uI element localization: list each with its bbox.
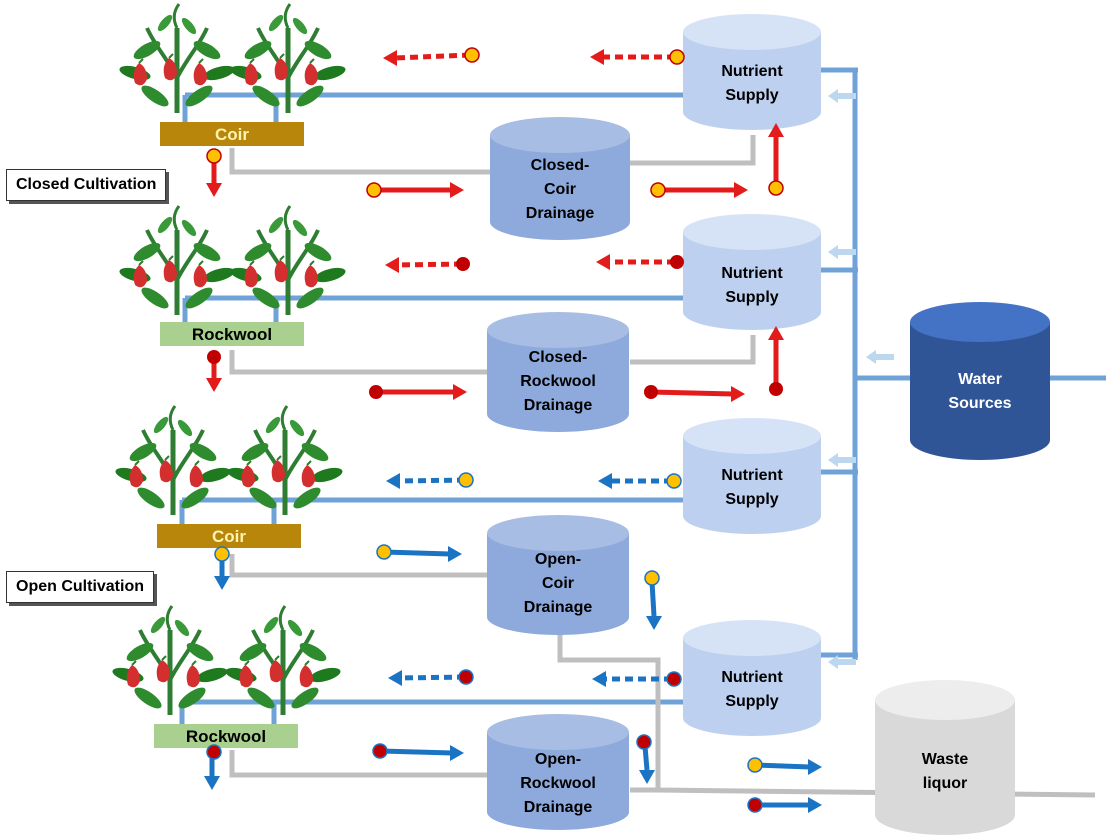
- water-inflow-arrow: [828, 655, 856, 669]
- tank-label-line: Closed-: [531, 157, 590, 174]
- tank-label-line: Supply: [725, 491, 778, 508]
- substrate-rockwool-open: Rockwool: [154, 724, 298, 748]
- water-inflow-arrow: [828, 89, 856, 103]
- tank-label-line: Open-: [535, 551, 581, 568]
- plant-row-open-rockwool: [111, 606, 342, 715]
- tank-label-line: Nutrient: [721, 467, 783, 484]
- drainage-pipes: [229, 135, 1096, 798]
- closed-flow-arrows: [206, 47, 784, 402]
- tank-label-line: Closed-: [529, 349, 588, 366]
- tank-label-line: Rockwool: [520, 775, 596, 792]
- tank-label-line: Drainage: [524, 599, 593, 616]
- drainage-tank-open-rockwool: Open- Rockwool Drainage: [487, 714, 629, 830]
- closed-cultivation-label: Closed Cultivation: [6, 169, 167, 201]
- tank-label-line: Nutrient: [721, 63, 783, 80]
- nutrient-supply-tank-3: Nutrient Supply: [683, 418, 821, 534]
- open-flow-arrows: [204, 472, 822, 813]
- open-cultivation-label: Open Cultivation: [6, 571, 154, 603]
- tank-label-line: Nutrient: [721, 669, 783, 686]
- drainage-tank-closed-coir: Closed- Coir Drainage: [490, 117, 630, 240]
- tank-label-line: Supply: [725, 289, 778, 306]
- substrate-rockwool-closed: Rockwool: [160, 322, 304, 346]
- substrate-label: Rockwool: [192, 325, 272, 344]
- water-inflow-arrows: [828, 89, 894, 669]
- nutrient-supply-tank-1: Nutrient Supply: [683, 14, 821, 130]
- drainage-tank-open-coir: Open- Coir Drainage: [487, 515, 629, 635]
- nutrient-supply-tank-4: Nutrient Supply: [683, 620, 821, 736]
- water-inflow-arrow: [828, 245, 856, 259]
- substrate-label: Coir: [215, 125, 249, 144]
- tank-label-line: Sources: [948, 395, 1011, 412]
- substrate-coir-closed: Coir: [160, 122, 304, 146]
- tank-label-line: liquor: [923, 775, 967, 792]
- drainage-tank-closed-rockwool: Closed- Rockwool Drainage: [487, 312, 629, 432]
- tank-label-line: Supply: [725, 87, 778, 104]
- tank-label-line: Nutrient: [721, 265, 783, 282]
- water-inflow-arrow: [866, 350, 894, 364]
- tank-label-line: Waste: [922, 751, 969, 768]
- tank-label-line: Supply: [725, 693, 778, 710]
- tank-label-line: Rockwool: [520, 373, 596, 390]
- water-inflow-arrow: [828, 453, 856, 467]
- tank-label-line: Drainage: [524, 799, 593, 816]
- tank-label-line: Water: [958, 371, 1002, 388]
- waste-liquor-tank: Waste liquor: [875, 680, 1015, 835]
- tank-label-line: Coir: [542, 575, 574, 592]
- water-sources-tank: Water Sources: [910, 302, 1050, 460]
- substrate-label: Rockwool: [186, 727, 266, 746]
- tank-label-line: Open-: [535, 751, 581, 768]
- tank-label-line: Drainage: [526, 205, 595, 222]
- tank-label-line: Coir: [544, 181, 576, 198]
- substrate-coir-open: Coir: [157, 524, 301, 548]
- tank-label-line: Drainage: [524, 397, 593, 414]
- substrate-label: Coir: [212, 527, 246, 546]
- nutrient-supply-tank-2: Nutrient Supply: [683, 214, 821, 330]
